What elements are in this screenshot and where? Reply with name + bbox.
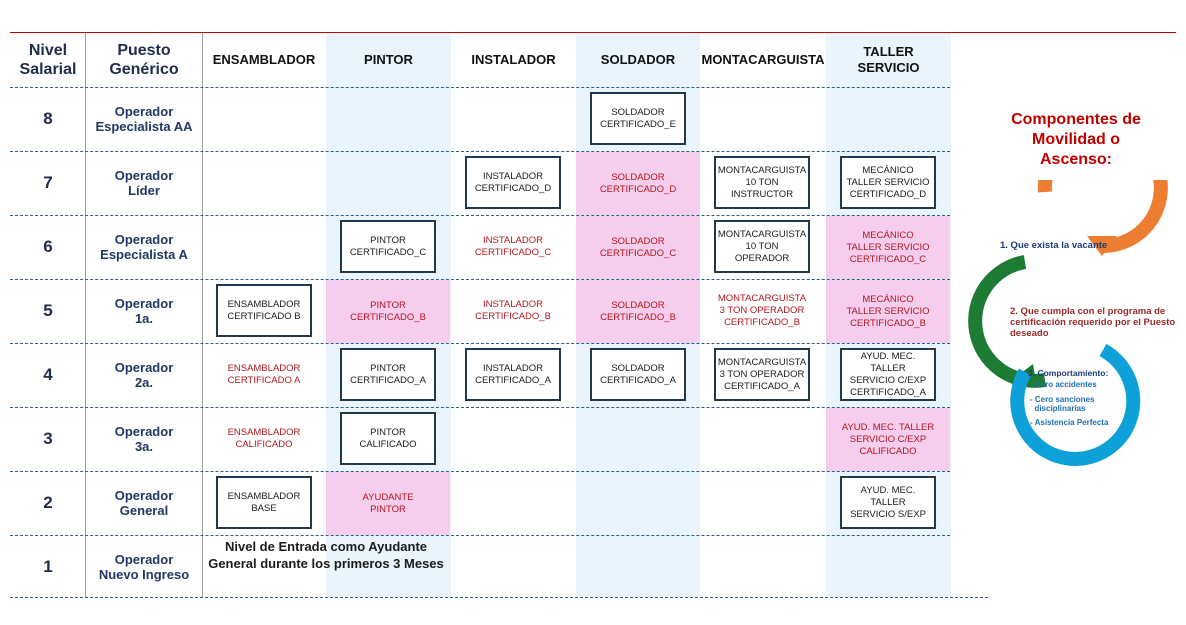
position-cell: AYUD. MEC. TALLER SERVICIO C/EXP CERTIFI…: [840, 348, 936, 401]
header-soldador: SOLDADOR: [600, 52, 676, 67]
level-number: 7: [43, 173, 53, 192]
puesto-generico: Operador Especialista A: [100, 232, 188, 262]
component-sub-1: - Cero accidentes: [1030, 380, 1097, 389]
position-cell: MONTACARGUISTA 10 TON INSTRUCTOR: [714, 156, 810, 209]
position-cell: PINTOR CERTIFICADO_B: [326, 280, 450, 343]
row-divider: [10, 87, 950, 88]
component-item-3-title: 3. Comportamiento:: [1028, 368, 1109, 378]
level-number: 2: [43, 493, 53, 512]
position-cell: SOLDADOR CERTIFICADO_A: [590, 348, 686, 401]
position-cell: PINTOR CALIFICADO: [340, 412, 436, 465]
position-cell: ENSAMBLADOR CALIFICADO: [227, 427, 301, 450]
puesto-generico: Operador Nuevo Ingreso: [98, 552, 190, 582]
top-rule: [10, 32, 1176, 33]
row-divider-bottom: [10, 597, 988, 598]
level-number: 5: [43, 301, 53, 320]
position-cell: MONTACARGUISTA 3 TON OPERADOR CERTIFICAD…: [714, 348, 810, 401]
components-title: Componentes de Movilidad o Ascenso:: [1011, 111, 1141, 168]
header-taller-servicio: TALLER SERVICIO: [857, 44, 920, 75]
component-item-2: 2. Que cumpla con el programa de certifi…: [1010, 306, 1176, 339]
level-number: 8: [43, 109, 53, 128]
position-cell: AYUDANTE PINTOR: [326, 472, 450, 535]
position-cell: SOLDADOR CERTIFICADO_B: [576, 280, 700, 343]
position-cell: INSTALADOR CERTIFICADO_A: [465, 348, 561, 401]
position-cell: PINTOR CERTIFICADO_C: [340, 220, 436, 273]
separator-nivel: [85, 33, 86, 597]
header-ensamblador: ENSAMBLADOR: [212, 52, 316, 67]
puesto-generico: Operador 3a.: [114, 424, 174, 454]
position-cell: INSTALADOR CERTIFICADO_D: [465, 156, 561, 209]
level-number: 6: [43, 237, 53, 256]
component-item-1: 1. Que exista la vacante: [1000, 240, 1108, 251]
row-divider: [10, 279, 950, 280]
row-divider: [10, 471, 950, 472]
position-cell: MECÁNICO TALLER SERVICIO CERTIFICADO_D: [840, 156, 936, 209]
puesto-generico: Operador 1a.: [114, 296, 174, 326]
orange-arrow-head: [1087, 236, 1117, 256]
position-cell: INSTALADOR CERTIFICADO_C: [474, 235, 552, 258]
row-divider: [10, 407, 950, 408]
header-montacarguista: MONTACARGUISTA: [701, 52, 825, 67]
position-cell: SOLDADOR CERTIFICADO_D: [576, 152, 700, 215]
row-divider: [10, 151, 950, 152]
blue-arc: [1010, 343, 1141, 466]
level-number: 3: [43, 429, 53, 448]
header-puesto-generico: Puesto Genérico: [109, 42, 179, 78]
position-cell: MONTACARGUISTA 3 TON OPERADOR CERTIFICAD…: [717, 293, 807, 328]
entry-level-text: Nivel de Entrada como Ayudante General d…: [208, 539, 444, 571]
level-number: 4: [43, 365, 53, 384]
position-cell: AYUD. MEC. TALLER SERVICIO C/EXP CALIFIC…: [826, 408, 950, 471]
puesto-generico: Operador Líder: [114, 168, 174, 198]
separator-puesto: [202, 33, 203, 597]
puesto-generico: Operador General: [114, 488, 174, 518]
position-cell: ENSAMBLADOR CERTIFICADO B: [216, 284, 312, 337]
component-sub-3: - Asistencia Perfecta: [1030, 418, 1109, 427]
row-divider: [10, 535, 950, 536]
position-cell: MECÁNICO TALLER SERVICIO CERTIFICADO_B: [826, 280, 950, 343]
position-cell: AYUD. MEC. TALLER SERVICIO S/EXP: [840, 476, 936, 529]
puesto-generico: Operador Especialista AA: [95, 104, 193, 134]
component-sub-2: - Cero sanciones disciplinarias: [1030, 395, 1095, 413]
level-number: 1: [43, 557, 53, 576]
orange-arc: [1037, 180, 1168, 254]
position-cell: ENSAMBLADOR BASE: [216, 476, 312, 529]
position-cell: MECÁNICO TALLER SERVICIO CERTIFICADO_C: [826, 216, 950, 279]
position-cell: INSTALADOR CERTIFICADO_B: [475, 299, 551, 322]
row-divider: [10, 343, 950, 344]
header-pintor: PINTOR: [364, 52, 413, 67]
position-cell: MONTACARGUISTA 10 TON OPERADOR: [714, 220, 810, 273]
position-cell: ENSAMBLADOR CERTIFICADO A: [227, 363, 301, 386]
position-cell: SOLDADOR CERTIFICADO_E: [590, 92, 686, 145]
position-cell: PINTOR CERTIFICADO_A: [340, 348, 436, 401]
header-nivel-salarial: Nivel Salarial: [19, 42, 77, 78]
row-divider: [10, 215, 950, 216]
puesto-generico: Operador 2a.: [114, 360, 174, 390]
header-instalador: INSTALADOR: [471, 52, 556, 67]
position-cell: SOLDADOR CERTIFICADO_C: [576, 216, 700, 279]
mobility-cycle-diagram: [968, 180, 1168, 466]
